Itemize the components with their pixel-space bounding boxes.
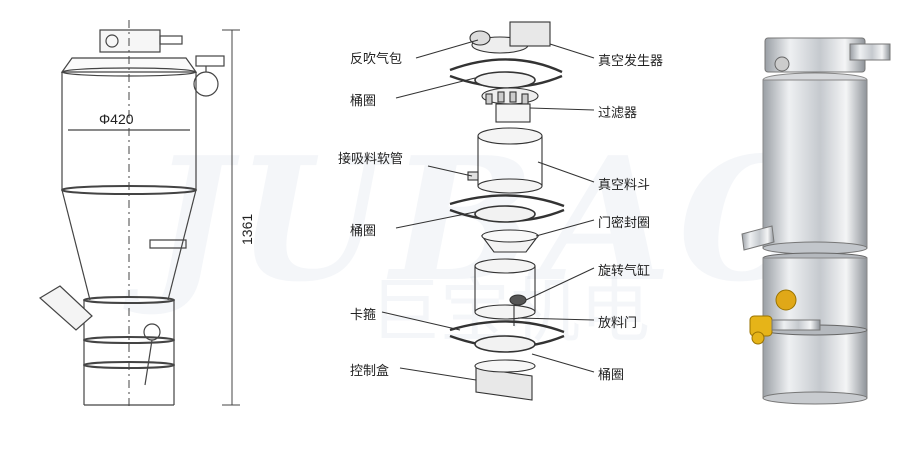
technical-drawing: Φ420 1361	[0, 0, 300, 446]
label-vacuum-hopper: 真空料斗	[598, 178, 651, 193]
product-svg	[741, 37, 891, 405]
barrel-ring-part-3	[474, 335, 536, 353]
label-barrel-ring-2: 桶圈	[350, 224, 377, 239]
drawing-svg: Φ420 1361	[38, 20, 255, 410]
height-label: 1361	[239, 214, 255, 245]
exploded-svg	[381, 21, 595, 401]
label-barrel-ring-1: 桶圈	[350, 94, 377, 109]
label-discharge-door: 放料门	[598, 316, 638, 331]
control-box-part	[475, 367, 533, 401]
label-suction-hose-connector: 接吸料软管	[338, 152, 404, 167]
blowback-bag-outline	[193, 71, 219, 97]
vacuum-generator-outline	[99, 29, 161, 53]
label-vacuum-generator: 真空发生器	[598, 54, 664, 69]
product-render	[720, 0, 920, 446]
label-rotary-cylinder: 旋转气缸	[598, 264, 651, 279]
lower-drum-part	[474, 304, 536, 320]
vacuum-generator-part	[509, 21, 551, 47]
blowback-bag-part	[469, 30, 491, 46]
vacuum-hopper-part	[477, 178, 543, 194]
label-barrel-ring-3: 桶圈	[598, 368, 625, 383]
exploded-view: 反吹气包 桶圈 接吸料软管 桶圈 卡箍 控制盒 真空发生器 过滤器 真空料斗 门…	[300, 0, 720, 446]
barrel-ring-part-1	[474, 71, 536, 89]
label-blowback-bag: 反吹气包	[350, 52, 403, 67]
label-door-seal: 门密封圈	[598, 216, 651, 231]
barrel-ring-part-2	[474, 205, 536, 223]
product-suction-inlet	[741, 225, 775, 251]
product-main-cylinder	[762, 79, 868, 249]
label-clamp: 卡箍	[350, 308, 377, 323]
label-filter: 过滤器	[598, 106, 638, 121]
diameter-label: Φ420	[99, 111, 134, 127]
label-control-box: 控制盒	[350, 364, 390, 379]
filter-part	[495, 103, 531, 123]
